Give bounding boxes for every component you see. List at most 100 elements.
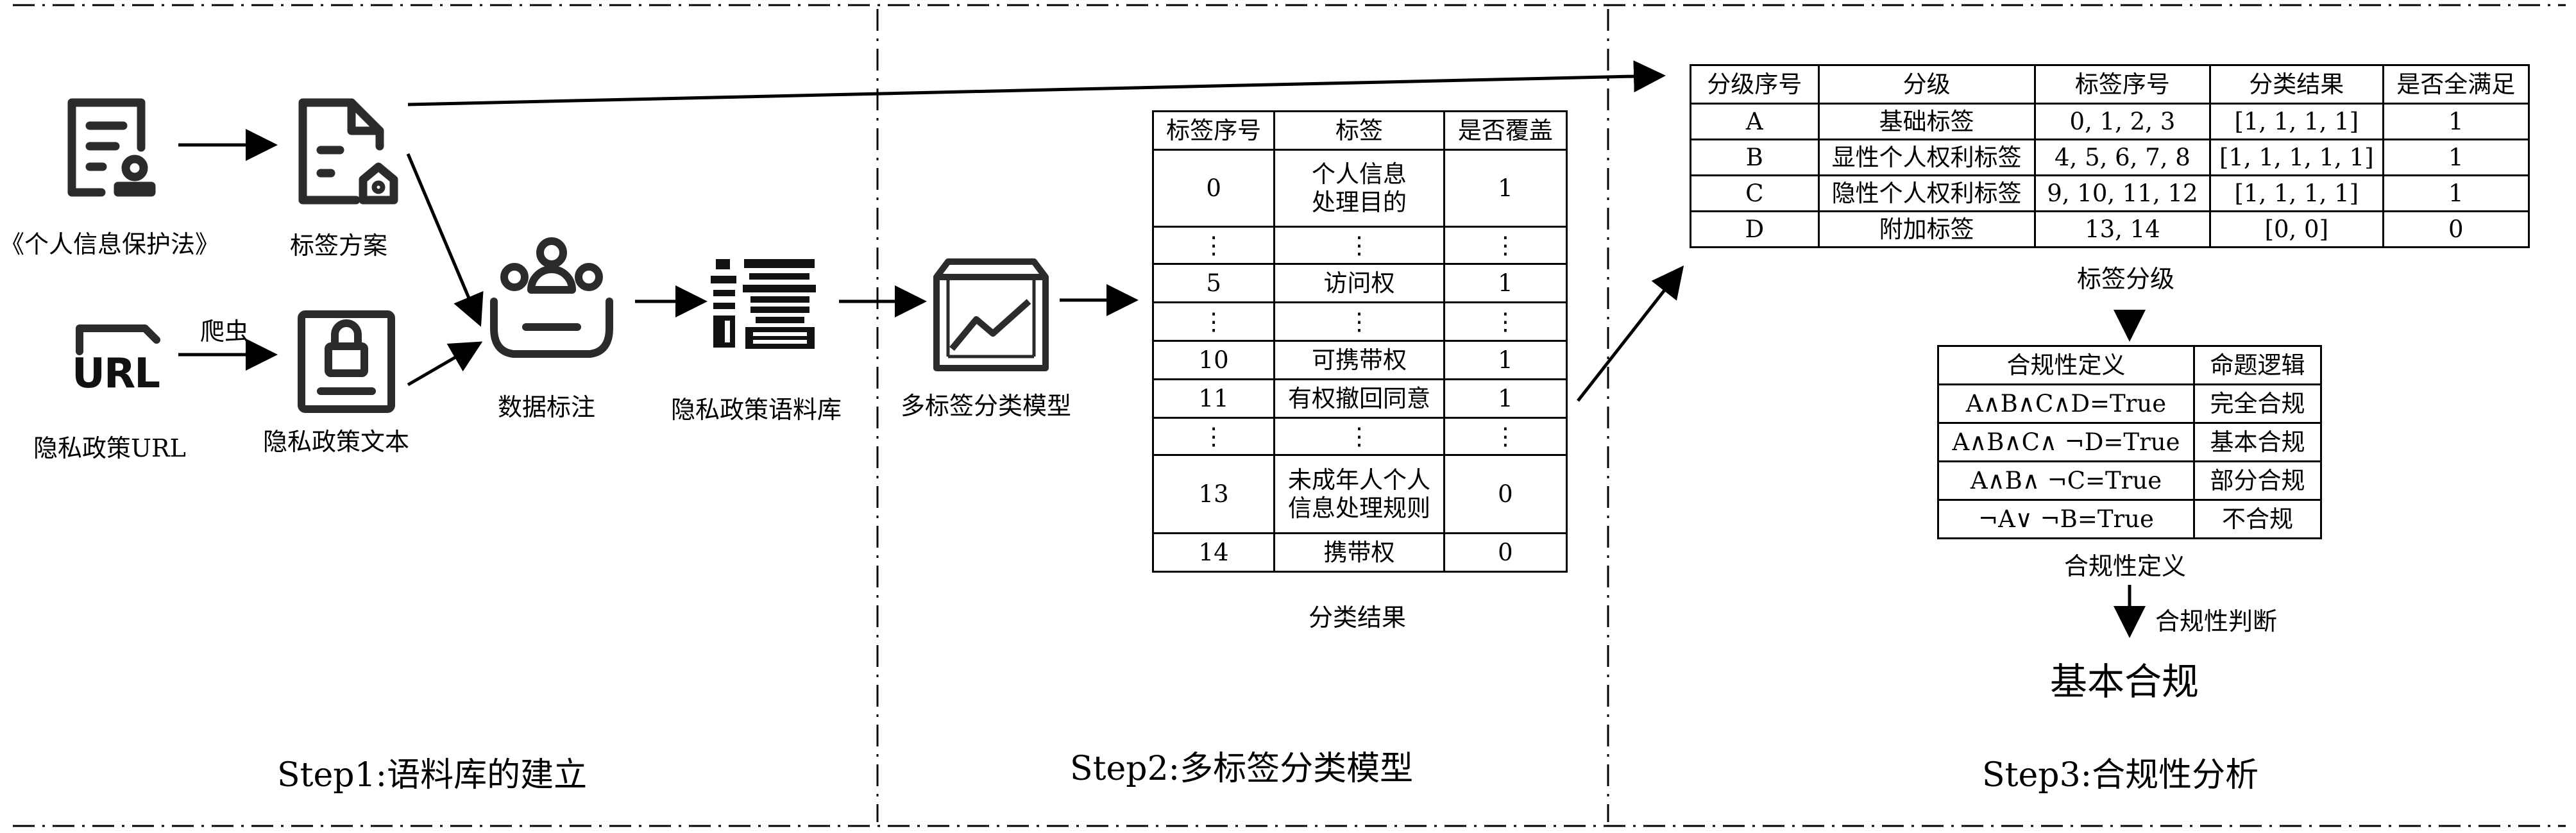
table-row: A∧B∧C∧ ¬D=True 基本合规 <box>1937 422 2322 462</box>
table-row: 11 有权撤回同意 1 <box>1151 378 1568 419</box>
table-cell: 携带权 <box>1273 532 1445 573</box>
arrow-text-to-annotation <box>407 341 483 387</box>
table-cell: 11 <box>1151 378 1276 419</box>
url-label: 隐私政策URL <box>33 434 186 462</box>
model-icon <box>933 258 1049 371</box>
table-cell: 1 <box>1443 378 1568 419</box>
definition-caption: 合规性定义 <box>2064 552 2187 580</box>
step1-title: Step1:语料库的建立 <box>277 756 588 795</box>
table-row: 5 访问权 1 <box>1151 263 1568 303</box>
header-cell: 是否覆盖 <box>1443 110 1568 151</box>
table-cell: A∧B∧ ¬C=True <box>1937 460 2195 501</box>
label-scheme-icon <box>298 98 398 205</box>
table-cell: 可携带权 <box>1273 340 1445 380</box>
table-cell: 有权撤回同意 <box>1273 378 1445 419</box>
table-cell: 14 <box>1151 532 1276 573</box>
arrow-scheme-to-annotation <box>406 153 484 327</box>
header-cell: 分类结果 <box>2209 64 2384 105</box>
privacy-text-label: 隐私政策文本 <box>263 428 410 456</box>
grade-table: 分级序号 分级 标签序号 分类结果 是否全满足 A 基础标签 0, 1, 2, … <box>1690 64 2530 248</box>
cell-line: 未成年人个人 <box>1288 466 1431 494</box>
table-row: ⋮ ⋮ ⋮ <box>1151 301 1568 342</box>
step3-title: Step3:合规性分析 <box>1982 756 2259 795</box>
grade-caption: 标签分级 <box>2077 265 2175 293</box>
table-cell: ⋮ <box>1273 301 1445 342</box>
table-row: 13 未成年人个人信息处理规则 0 <box>1151 454 1568 534</box>
table-cell: 13 <box>1151 454 1276 534</box>
table-cell: 0 <box>1151 149 1276 228</box>
table-cell: 9, 10, 11, 12 <box>2033 174 2212 212</box>
table-cell: 1 <box>1443 263 1568 303</box>
table-cell: A∧B∧C∧ ¬D=True <box>1937 422 2195 462</box>
table-cell: [1, 1, 1, 1] <box>2209 174 2384 212</box>
table-cell: [1, 1, 1, 1, 1] <box>2209 139 2384 176</box>
table-cell: ⋮ <box>1443 417 1568 456</box>
table-cell: 0 <box>1443 454 1568 534</box>
table-row: D 附加标签 13, 14 [0, 0] 0 <box>1690 210 2530 248</box>
model-icon-inner <box>946 277 1036 357</box>
header-cell: 是否全满足 <box>2382 64 2530 105</box>
table-cell: 1 <box>2382 103 2530 140</box>
header-cell: 标签序号 <box>2033 64 2212 105</box>
table-cell: 附加标签 <box>1817 210 2036 248</box>
table-cell: 基本合规 <box>2193 422 2322 462</box>
header-cell: 合规性定义 <box>1937 345 2195 385</box>
cell-line: 处理目的 <box>1312 188 1407 216</box>
table-cell: [1, 1, 1, 1] <box>2209 103 2384 140</box>
table-cell: A <box>1690 103 1820 140</box>
table-cell: ⋮ <box>1443 301 1568 342</box>
law-label: 《个人信息保护法》 <box>0 230 220 258</box>
table-row: ⋮ ⋮ ⋮ <box>1151 226 1568 265</box>
header-cell: 标签 <box>1273 110 1445 151</box>
cell-line: 信息处理规则 <box>1288 494 1431 522</box>
table-cell: 隐性个人权利标签 <box>1817 174 2036 212</box>
table-row: A∧B∧C∧D=True 完全合规 <box>1937 383 2322 424</box>
annotation-icon <box>490 237 613 358</box>
table-cell: 基础标签 <box>1817 103 2036 140</box>
table-row: A∧B∧ ¬C=True 部分合规 <box>1937 460 2322 501</box>
url-icon-text: URL <box>72 350 160 398</box>
table-cell: ¬A∨ ¬B=True <box>1937 499 2195 539</box>
table-cell: 1 <box>2382 174 2530 212</box>
table-cell: ⋮ <box>1151 301 1276 342</box>
table-row: B 显性个人权利标签 4, 5, 6, 7, 8 [1, 1, 1, 1, 1]… <box>1690 139 2530 176</box>
table-cell: 5 <box>1151 263 1276 303</box>
table-cell: ⋮ <box>1443 226 1568 265</box>
table-cell: 1 <box>1443 340 1568 380</box>
corpus-label: 隐私政策语料库 <box>671 396 842 424</box>
law-document-icon <box>67 98 156 197</box>
classification-caption: 分类结果 <box>1309 603 1407 632</box>
table-cell: 1 <box>1443 149 1568 228</box>
table-row: A 基础标签 0, 1, 2, 3 [1, 1, 1, 1] 1 <box>1690 103 2530 140</box>
header-cell: 分级 <box>1817 64 2036 105</box>
table-cell: A∧B∧C∧D=True <box>1937 383 2195 424</box>
table-cell: ⋮ <box>1151 226 1276 265</box>
table-cell: 完全合规 <box>2193 383 2322 424</box>
table-cell: C <box>1690 174 1820 212</box>
table-cell: 访问权 <box>1273 263 1445 303</box>
crawler-label: 爬虫 <box>200 317 250 346</box>
table-row: 14 携带权 0 <box>1151 532 1568 573</box>
table-cell: [0, 0] <box>2209 210 2384 248</box>
table-cell: 显性个人权利标签 <box>1817 139 2036 176</box>
scheme-label: 标签方案 <box>290 231 388 260</box>
table-cell: ⋮ <box>1273 226 1445 265</box>
table-cell: D <box>1690 210 1820 248</box>
compliance-definition-table: 合规性定义 命题逻辑 A∧B∧C∧D=True 完全合规 A∧B∧C∧ ¬D=T… <box>1937 345 2322 539</box>
table-cell: 0, 1, 2, 3 <box>2033 103 2212 140</box>
header-cell: 标签序号 <box>1151 110 1276 151</box>
table-cell: 个人信息处理目的 <box>1273 149 1445 228</box>
table-row: C 隐性个人权利标签 9, 10, 11, 12 [1, 1, 1, 1] 1 <box>1690 174 2530 212</box>
table-cell: 10 <box>1151 340 1276 380</box>
header-cell: 分级序号 <box>1690 64 1820 105</box>
cell-line: 个人信息 <box>1312 160 1407 188</box>
privacy-text-icon <box>298 310 395 413</box>
table-row: 10 可携带权 1 <box>1151 340 1568 380</box>
step2-title: Step2:多标签分类模型 <box>1070 750 1414 788</box>
table-cell: 部分合规 <box>2193 460 2322 501</box>
table-cell: B <box>1690 139 1820 176</box>
table-cell: ⋮ <box>1273 417 1445 456</box>
table-cell: 4, 5, 6, 7, 8 <box>2033 139 2212 176</box>
result-text: 基本合规 <box>2050 660 2199 703</box>
